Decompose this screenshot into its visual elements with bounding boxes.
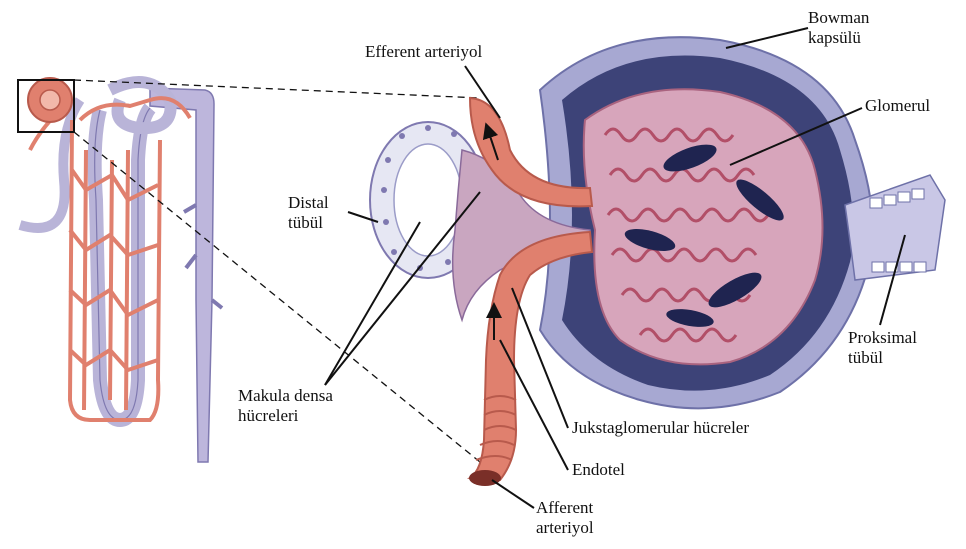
label-bowman-line2: kapsülü <box>808 28 869 48</box>
label-juxtaglomerular-cells: Jukstaglomerular hücreler <box>572 418 749 438</box>
label-bowman-capsule: Bowman kapsülü <box>808 8 869 48</box>
label-endothelium: Endotel <box>572 460 625 480</box>
zoom-line-top <box>74 80 480 98</box>
label-afferent-line2: arteriyol <box>536 518 594 538</box>
label-glomerulus: Glomerul <box>865 96 930 116</box>
label-proximal-tubule: Proksimal tübül <box>848 328 917 368</box>
label-distal-line1: Distal <box>288 193 329 213</box>
label-efferent-arteriole: Efferent arteriyol <box>365 42 482 62</box>
label-proximal-line2: tübül <box>848 348 917 368</box>
label-bowman-line1: Bowman <box>808 8 869 28</box>
label-afferent-line1: Afferent <box>536 498 594 518</box>
nephron-overview <box>18 78 222 462</box>
label-macula-densa: Makula densa hücreleri <box>238 386 333 426</box>
label-macula-line2: hücreleri <box>238 406 333 426</box>
label-distal-tubule: Distal tübül <box>288 193 329 233</box>
label-distal-line2: tübül <box>288 213 329 233</box>
label-proximal-line1: Proksimal <box>848 328 917 348</box>
peritubular-capillaries <box>30 98 190 420</box>
label-macula-line1: Makula densa <box>238 386 333 406</box>
label-afferent-arteriole: Afferent arteriyol <box>536 498 594 538</box>
